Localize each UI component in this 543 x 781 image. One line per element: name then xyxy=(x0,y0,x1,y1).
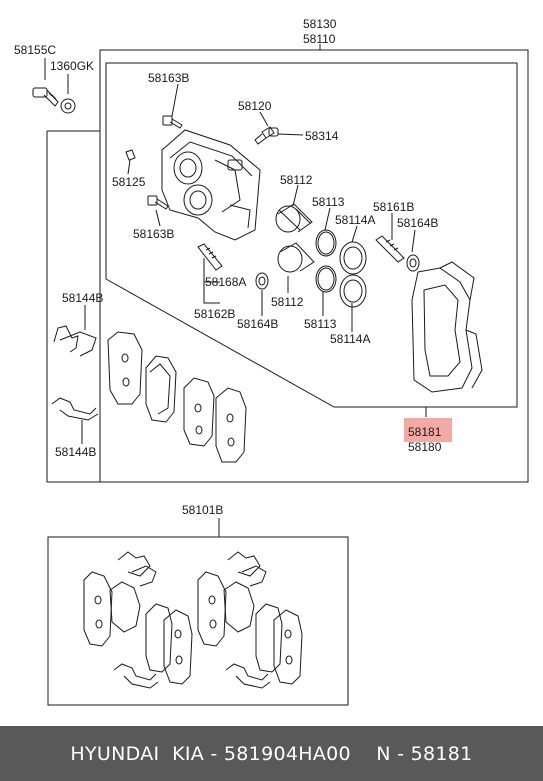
guide-pin-upper-icon xyxy=(375,235,405,263)
part-number-footer: HYUNDAI KIA - 581904HA00 N - 58181 xyxy=(0,726,543,781)
boot-upper-icon xyxy=(339,241,367,275)
plug-icon xyxy=(125,149,136,161)
bleeder-cap-icon xyxy=(268,127,279,137)
brake-pad-3-icon xyxy=(183,377,215,447)
label-bleeder-cap: 58314 xyxy=(305,129,339,143)
label-boot-lower: 58114A xyxy=(330,332,370,346)
footer-separator-2: N - xyxy=(350,742,411,765)
caliper-bolt-icon xyxy=(32,87,59,107)
pin-boot-lower-icon xyxy=(255,272,269,290)
label-guide-pin-lower: 58162B xyxy=(194,307,235,321)
label-seal-lower: 58113 xyxy=(304,317,337,331)
pad-clip-upper-icon xyxy=(53,325,97,357)
label-bolt-upper: 58163B xyxy=(148,71,189,85)
caliper-exploded-diagram: 58130 58110 58155C 1360GK 58163B 58120 5… xyxy=(14,17,529,706)
label-clip-upper: 58144B xyxy=(62,291,103,305)
label-carrier: 58180 xyxy=(408,440,442,454)
washer-icon xyxy=(60,98,76,114)
seal-upper-icon xyxy=(315,229,337,257)
lower-guide-bolt-icon xyxy=(147,195,169,210)
brake-pad-4-icon xyxy=(215,387,247,463)
label-guide-lower-pin: 58168A xyxy=(205,275,246,289)
highlight-box xyxy=(404,418,452,442)
label-pin-boot-lower: 58164B xyxy=(237,317,278,331)
footer-part-number: 581904HA00 xyxy=(223,742,351,765)
label-bolt-lower: 58163B xyxy=(133,227,174,241)
label-piston: 58112 xyxy=(280,173,313,187)
seal-lower-icon xyxy=(315,265,337,293)
label-bleeder: 58120 xyxy=(238,99,272,113)
label-pin-boot-upper: 58164B xyxy=(397,216,438,230)
piston-lower-icon xyxy=(277,242,315,273)
caliper-assembly-frame xyxy=(46,49,529,483)
pad-kit-set-left-icon xyxy=(83,551,193,689)
boot-lower-icon xyxy=(339,274,367,308)
label-clip-lower: 58144B xyxy=(55,445,96,459)
pin-boot-upper-icon xyxy=(406,254,420,272)
bleeder-screw-icon xyxy=(254,126,275,145)
footer-ref-number: 58181 xyxy=(410,742,473,765)
brake-pad-1-icon xyxy=(107,331,143,405)
caliper-housing-icon xyxy=(161,129,261,241)
guide-pin-lower-icon xyxy=(197,243,223,271)
label-carrier-highlight: 58181 xyxy=(408,425,442,439)
label-boot: 58114A xyxy=(335,213,375,227)
label-piston-lower: 58112 xyxy=(271,295,304,309)
footer-brand: HYUNDAI KIA xyxy=(70,742,205,765)
label-washer: 1360GK xyxy=(50,59,94,73)
piston-upper-icon xyxy=(275,203,313,233)
label-plug: 58125 xyxy=(112,175,146,189)
label-guide-pin-upper: 58161B xyxy=(373,200,414,214)
pad-kit-set-right-icon xyxy=(197,551,303,689)
brake-pad-2-icon xyxy=(145,355,177,423)
label-seal: 58113 xyxy=(312,195,345,209)
label-bolt: 58155C xyxy=(14,43,56,57)
label-pad-kit: 58101B xyxy=(182,503,223,517)
footer-separator-1: - xyxy=(204,742,224,765)
label-assy-b: 58110 xyxy=(303,32,336,46)
caliper-carrier-icon xyxy=(411,261,483,393)
upper-guide-bolt-icon xyxy=(162,115,183,129)
pad-clip-lower-icon xyxy=(51,397,99,421)
label-assy-a: 58130 xyxy=(303,17,337,31)
pad-kit-frame xyxy=(47,536,349,706)
